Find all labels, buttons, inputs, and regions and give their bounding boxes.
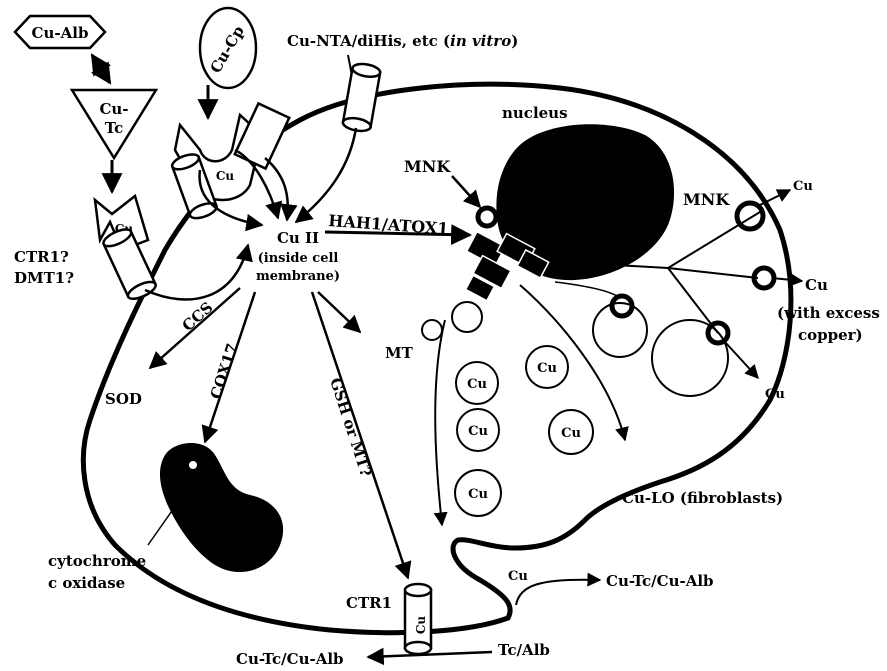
vesicles [422,302,728,516]
cuii-label-line3: membrane) [256,269,340,284]
cu-tc-label-line1: Cu- [99,100,128,118]
cu-out-mid-label: Cu [805,276,828,294]
cuii-label-line1: Cu II [277,229,319,247]
nta-cylinder [342,62,381,133]
cu-out-mid-arrow [772,278,802,281]
ctr1-to-cuii-arrow [145,245,248,300]
sod-label: SOD [105,390,142,408]
cu-tc-cu-alb-right-label: Cu-Tc/Cu-Alb [606,572,714,590]
cuii-label-line2: (inside cell [258,251,339,266]
secreted-cu-label: Cu [508,569,528,584]
cp-receptor-cu-label: Cu [216,169,235,183]
cu-tc-cu-alb-bottom-label: Cu-Tc/Cu-Alb [236,650,344,668]
vesicle-cu-5: Cu [468,487,488,502]
golgi-to-lumen-arrow [435,320,445,525]
ccs-label: CCS [179,298,217,335]
excess-copper-label-line1: (with excess [777,304,880,322]
dmt1-label: DMT1? [14,269,74,287]
mnk-left-pointer [452,176,480,207]
cu-tc-label-line2: Tc [105,119,124,137]
cu-out-low-arrow [725,342,758,378]
mnk-ring-golgi [478,208,496,226]
oxidase-copper-dot [189,461,197,469]
vesicle-cu-2: Cu [537,361,557,376]
alb-tc-exchange-arrow [92,55,110,83]
cu-out-low-label: Cu [765,387,785,402]
cu-lo-label: Cu-LO (fibroblasts) [622,489,783,507]
ctr1-label: CTR1? [14,248,69,266]
golgi-to-vesicle-path [555,282,620,298]
cu-out-top-label: Cu [793,179,813,194]
ctr1-bottom-cu-label: Cu [414,616,428,635]
vesicle-cu-3: Cu [468,424,488,439]
vesicle-cu-1: Cu [467,377,487,392]
secretion-arrow [516,580,600,605]
mnk-left-label: MNK [404,157,451,176]
vesicle-cu-4: Cu [561,426,581,441]
tc-alb-label: Tc/Alb [498,641,550,659]
cu-alb-label: Cu-Alb [32,24,89,42]
hah1-arrow [325,232,470,235]
cp-transporter-block [235,103,289,168]
cytochrome-oxidase-shape [160,443,283,572]
mt-label: MT [385,344,414,362]
mnk-right-label: MNK [683,190,730,209]
cytochrome-label-line1: cytochrome [48,552,146,570]
gsh-label: GSH or MT? [326,376,375,479]
excess-copper-label-line2: copper) [798,326,863,344]
tc-alb-arrow [368,652,492,657]
nucleus-label: nucleus [502,104,568,122]
cox17-label: COX17 [207,341,242,401]
cu-nta-label: Cu-NTA/diHis, etc (in vitro) [287,32,518,50]
cytochrome-label-line2: c oxidase [48,574,125,592]
ctr1-bottom-label: CTR1 [346,594,392,612]
nta-to-cuii-arrow [296,128,356,222]
